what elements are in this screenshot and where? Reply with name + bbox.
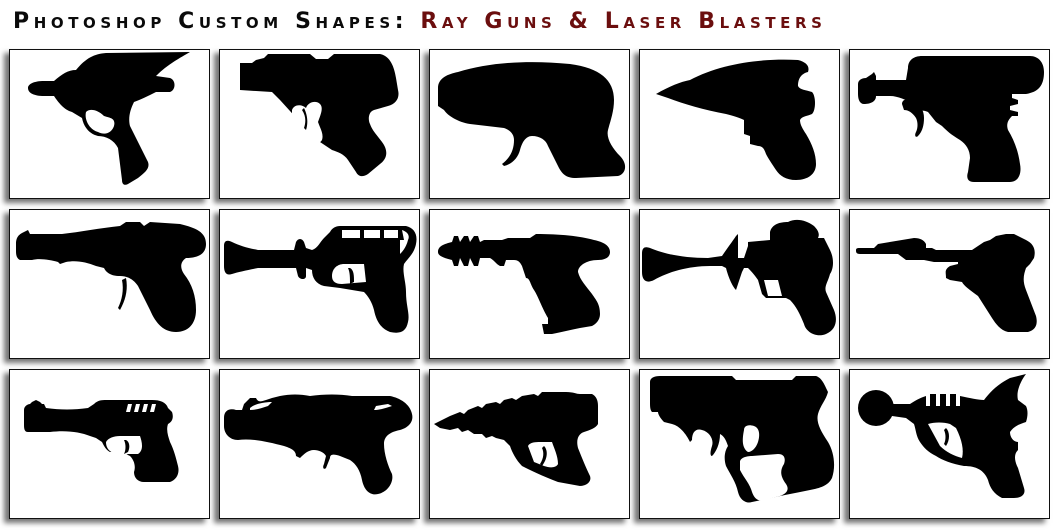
- boxy-laser-pistol-icon: [650, 376, 835, 503]
- flared-horn-ray-gun-icon: [642, 219, 836, 336]
- shape-tile-flat-top-laser-pistol[interactable]: [849, 209, 1050, 359]
- shape-tile-long-barrel-ray-gun[interactable]: [9, 209, 210, 359]
- scoped-blaster-icon: [224, 394, 413, 495]
- shape-tile-cone-nose-ray-gun[interactable]: [639, 49, 840, 199]
- finned-ray-gun-icon: [28, 52, 190, 185]
- ribbed-nozzle-ray-gun-icon: [438, 234, 610, 334]
- cone-nose-ray-gun-icon: [656, 59, 816, 181]
- trumpet-muzzle-ray-gun-icon: [224, 226, 417, 333]
- shape-tile-rounded-squirt-ray-gun[interactable]: [429, 49, 630, 199]
- shape-tile-drill-cone-blaster[interactable]: [429, 369, 630, 519]
- shape-tile-scoped-blaster[interactable]: [219, 369, 420, 519]
- shape-tile-flared-horn-ray-gun[interactable]: [639, 209, 840, 359]
- shape-tile-water-pistol-blaster[interactable]: [849, 49, 1050, 199]
- angular-blaster-open-trigger-icon: [240, 54, 399, 177]
- shape-tile-ball-muzzle-ray-gun[interactable]: [849, 369, 1050, 519]
- title-highlight: Ray Guns & Laser Blasters: [420, 9, 827, 34]
- shape-tile-boxy-laser-pistol[interactable]: [639, 369, 840, 519]
- ball-muzzle-ray-gun-icon: [858, 374, 1028, 498]
- page-title: Photoshop Custom Shapes: Ray Guns & Lase…: [13, 8, 827, 36]
- long-barrel-ray-gun-icon: [16, 222, 206, 332]
- shape-tile-vented-laser-pistol[interactable]: [9, 369, 210, 519]
- flat-top-laser-pistol-icon: [856, 234, 1037, 332]
- shape-tile-trumpet-muzzle-ray-gun[interactable]: [219, 209, 420, 359]
- shape-tile-finned-ray-gun[interactable]: [9, 49, 210, 199]
- shape-tile-angular-blaster-open-trigger[interactable]: [219, 49, 420, 199]
- water-pistol-blaster-icon: [858, 56, 1044, 182]
- title-prefix: Photoshop Custom Shapes:: [13, 9, 409, 34]
- rounded-squirt-ray-gun-icon: [438, 62, 626, 178]
- drill-cone-blaster-icon: [434, 392, 598, 486]
- vented-laser-pistol-icon: [24, 400, 179, 482]
- shape-tile-ribbed-nozzle-ray-gun[interactable]: [429, 209, 630, 359]
